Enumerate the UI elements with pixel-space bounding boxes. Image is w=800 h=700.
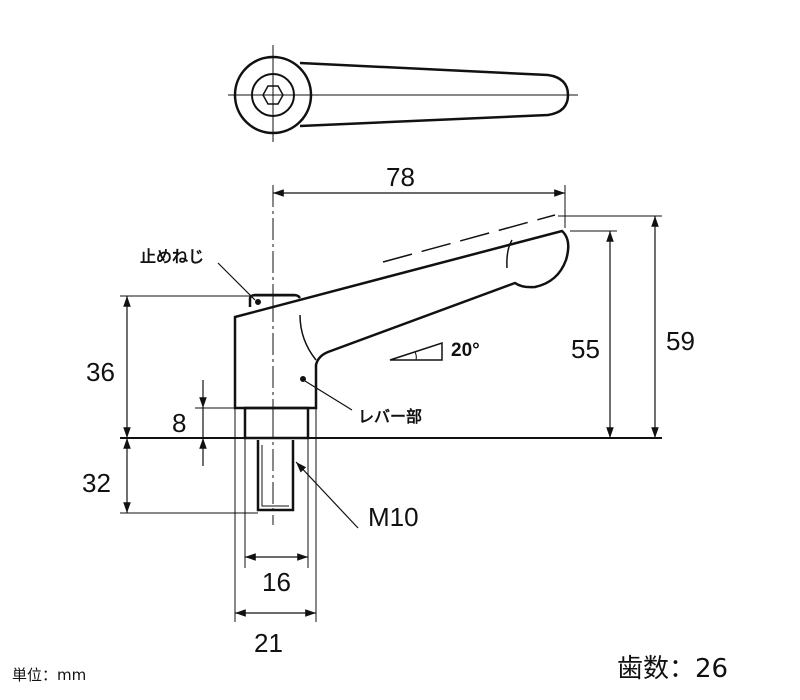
dimension-21: 21 <box>254 628 283 658</box>
dimension-lines <box>123 189 659 617</box>
set-screw-label: 止めねじ <box>140 247 205 266</box>
dimension-78: 78 <box>386 162 415 192</box>
top-view <box>228 45 578 142</box>
dimension-32: 32 <box>82 468 111 498</box>
angle-label: 20° <box>451 340 480 361</box>
lever-part-label: レバー部 <box>358 407 423 426</box>
dimension-59: 59 <box>666 326 695 356</box>
leader-lines <box>217 262 359 529</box>
side-view <box>120 185 662 525</box>
dimension-8: 8 <box>172 408 187 438</box>
teeth-count: 歯数：26 <box>617 654 729 684</box>
extension-lines <box>120 185 662 622</box>
dimension-36: 36 <box>86 357 115 387</box>
dimension-16: 16 <box>262 567 291 597</box>
unit-note: 単位：mm <box>12 666 87 684</box>
dimension-55: 55 <box>571 334 600 364</box>
thread-label: M10 <box>368 502 419 532</box>
